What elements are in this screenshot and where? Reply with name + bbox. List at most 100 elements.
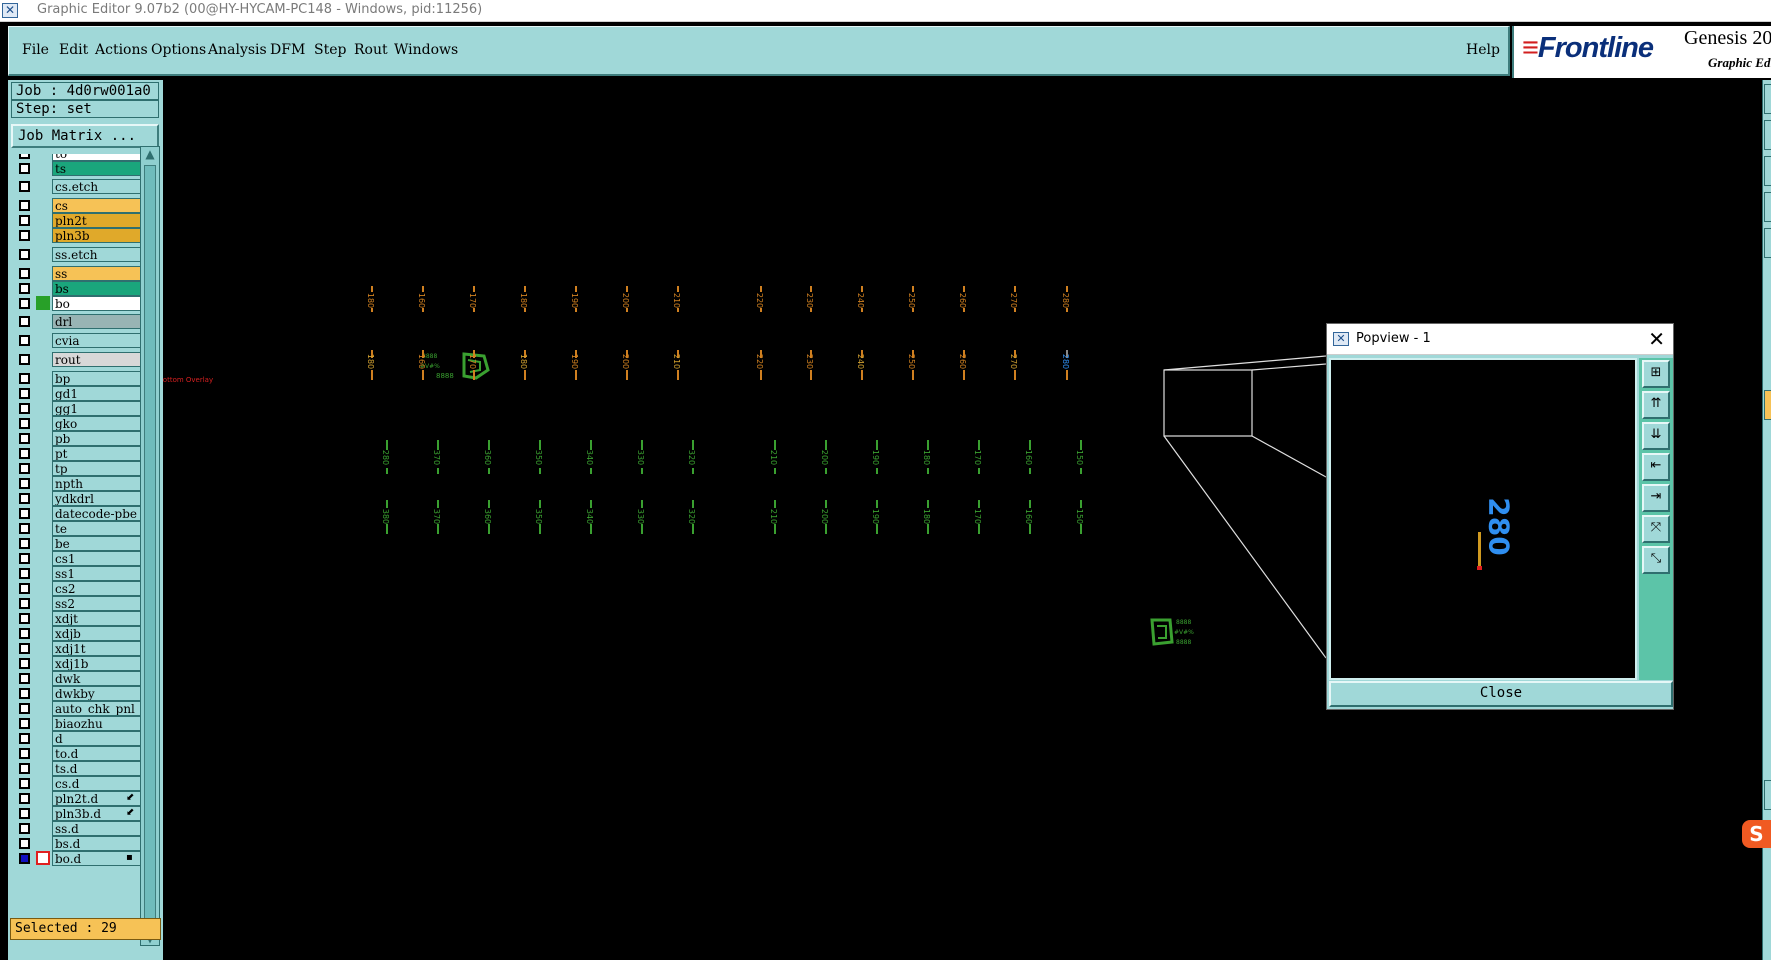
layer-row[interactable]: gg1 [11,401,152,416]
zoom-out-icon[interactable]: ⤡ [1642,546,1670,574]
layer-row[interactable]: xdj1b [11,656,152,671]
layer-checkbox[interactable] [19,538,30,549]
layer-checkbox[interactable] [19,230,30,241]
layer-checkbox[interactable] [19,335,30,346]
layer-row[interactable]: pln3b.d⬋ [11,806,152,821]
layer-checkbox[interactable] [19,268,30,279]
layer-checkbox[interactable] [19,613,30,624]
layer-name[interactable]: bs.d [52,836,142,851]
layer-name[interactable]: to.d [52,746,142,761]
menu-help[interactable]: Help [1466,42,1500,58]
layer-name[interactable]: xdj1t [52,641,142,656]
layer-row[interactable]: bp [11,371,152,386]
layer-row[interactable]: cs [11,198,152,213]
layer-checkbox[interactable] [19,658,30,669]
layer-checkbox[interactable] [19,154,30,159]
layer-checkbox[interactable] [19,283,30,294]
layer-row[interactable]: cs2 [11,581,152,596]
layer-name[interactable]: bo [52,296,142,311]
layer-checkbox[interactable] [19,316,30,327]
layer-row[interactable]: bs.d [11,836,152,851]
right-tool-button[interactable] [1764,120,1771,150]
layer-name[interactable]: ts.d [52,761,142,776]
layer-row[interactable]: dwk [11,671,152,686]
layer-name[interactable]: ss [52,266,142,281]
layer-row[interactable]: tp [11,461,152,476]
layer-name[interactable]: ss2 [52,596,142,611]
layer-row[interactable]: auto_chk_pnl [11,701,152,716]
layer-name[interactable]: ydkdrl [52,491,142,506]
layer-checkbox[interactable] [19,373,30,384]
layer-name[interactable]: d [52,731,142,746]
layer-checkbox[interactable] [19,433,30,444]
layer-row[interactable]: ts [11,161,152,176]
layer-checkbox[interactable] [19,478,30,489]
layer-name[interactable]: pt [52,446,142,461]
layer-checkbox[interactable] [19,598,30,609]
layer-row[interactable]: cs1 [11,551,152,566]
ime-toolbar-icon[interactable]: S [1742,820,1771,848]
layer-name[interactable]: ts [52,161,142,176]
layer-checkbox[interactable] [19,403,30,414]
scroll-thumb[interactable] [144,165,156,923]
layer-row[interactable]: to [11,154,152,161]
layer-name[interactable]: dwk [52,671,142,686]
layer-name[interactable]: bp [52,371,142,386]
layer-name[interactable]: pln3b.d [52,806,142,821]
layer-list-scrollbar[interactable]: ▲ ▼ [140,146,160,946]
layer-checkbox[interactable] [19,733,30,744]
layer-row[interactable]: bo [11,296,152,311]
popview-close-icon[interactable]: ✕ [1648,327,1665,351]
right-tool-button[interactable] [1764,780,1771,810]
layer-row[interactable]: pln2t.d⬋ [11,791,152,806]
layer-name[interactable]: cs [52,198,142,213]
layer-name[interactable]: ss.d [52,821,142,836]
layer-row[interactable]: ss2 [11,596,152,611]
menu-file[interactable]: File [22,42,49,58]
layer-row[interactable]: gko [11,416,152,431]
layer-checkbox[interactable] [19,523,30,534]
layer-name[interactable]: drl [52,314,142,329]
layer-name[interactable]: datecode-pbe [52,506,142,521]
layer-checkbox[interactable] [19,249,30,260]
layer-checkbox[interactable] [19,583,30,594]
layer-checkbox[interactable] [19,778,30,789]
layer-checkbox[interactable] [19,673,30,684]
layer-checkbox[interactable] [19,418,30,429]
layer-name[interactable]: xdjb [52,626,142,641]
layer-checkbox[interactable] [19,763,30,774]
layer-checkbox[interactable] [19,181,30,192]
layer-checkbox[interactable] [19,388,30,399]
layer-checkbox[interactable] [19,823,30,834]
layer-checkbox[interactable] [19,463,30,474]
layer-row[interactable]: pb [11,431,152,446]
right-tool-button[interactable] [1764,192,1771,222]
layer-name[interactable]: be [52,536,142,551]
right-tool-button[interactable] [1764,390,1771,420]
layer-row[interactable]: xdj1t [11,641,152,656]
layer-checkbox[interactable] [19,298,30,309]
layer-name[interactable]: cs.d [52,776,142,791]
layer-row[interactable]: cvia [11,333,152,348]
layer-name[interactable]: gko [52,416,142,431]
layer-name[interactable]: cvia [52,333,142,348]
layer-row[interactable]: drl [11,314,152,329]
menu-windows[interactable]: Windows [394,42,459,58]
layer-checkbox[interactable] [19,354,30,365]
layer-row[interactable]: ss.d [11,821,152,836]
layer-name[interactable]: xdj1b [52,656,142,671]
layer-row[interactable]: ts.d [11,761,152,776]
layer-name[interactable]: cs1 [52,551,142,566]
layer-name[interactable]: ss.etch [52,247,142,262]
layer-row[interactable]: ydkdrl [11,491,152,506]
menu-options[interactable]: Options [151,42,207,58]
layer-row[interactable]: pln3b [11,228,152,243]
layer-row[interactable]: to.d [11,746,152,761]
right-tool-button[interactable] [1764,156,1771,186]
scroll-up-icon[interactable]: ▲ [145,147,155,161]
layer-row[interactable]: be [11,536,152,551]
zoom-in-icon[interactable]: ⤧ [1642,515,1670,543]
menu-edit[interactable]: Edit [59,42,89,58]
layer-row[interactable]: datecode-pbe [11,506,152,521]
layer-checkbox[interactable] [19,508,30,519]
